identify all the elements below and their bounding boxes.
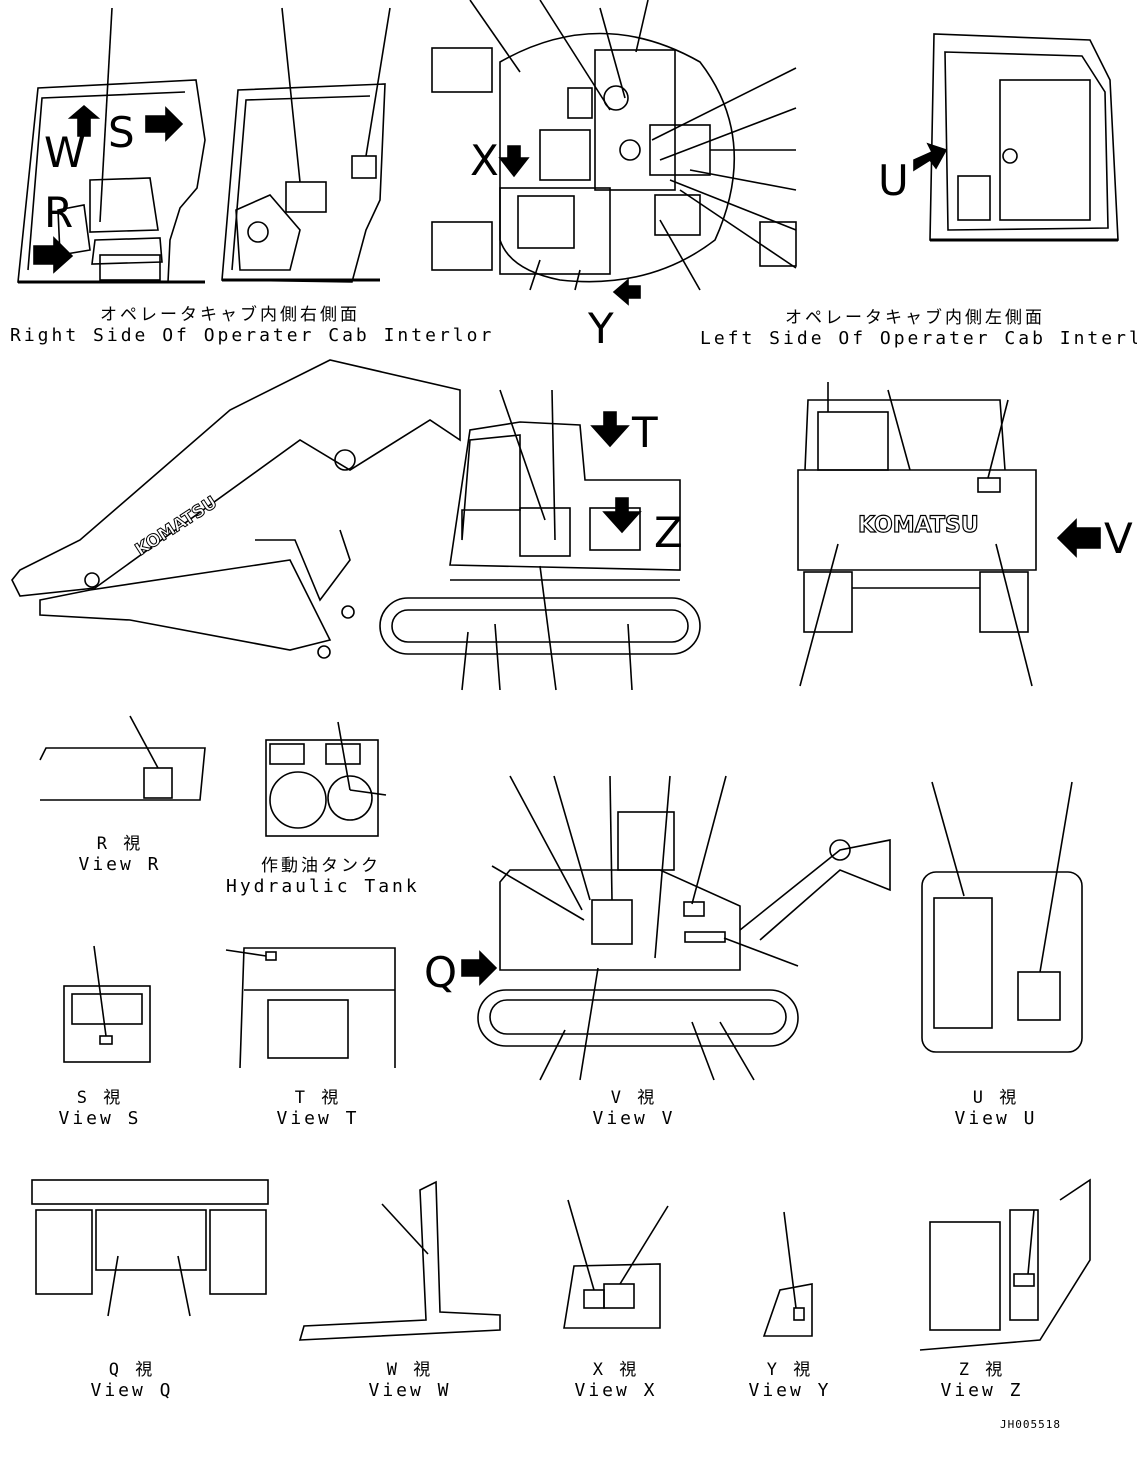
view-q-detail [31, 1179, 269, 1317]
view-s-detail [63, 945, 151, 1063]
view-letter-t: T [632, 408, 658, 457]
brand-text-rear: KOMATSU [858, 513, 979, 538]
arrow-x-icon [498, 145, 530, 178]
caption-view-s-en: View S [58, 1108, 142, 1130]
caption-view-t-jp: T 視 [294, 1088, 342, 1108]
caption-view-u-jp: U 視 [972, 1088, 1020, 1108]
arrow-w-icon [67, 104, 101, 137]
arrow-u-icon [913, 142, 948, 172]
view-letter-x: X [470, 136, 499, 185]
caption-view-t-en: View T [276, 1108, 360, 1130]
excavator-rear-view: KOMATSU [797, 382, 1101, 687]
cab-right-side-view [17, 7, 391, 284]
view-letter-z: Z [654, 508, 683, 557]
caption-view-y: Y 視 View Y [730, 1360, 850, 1402]
arrow-y-icon [612, 278, 641, 306]
caption-left-side: オペレータキャブ内側左側面 Left Side Of Operater Cab … [700, 308, 1137, 350]
arrow-v-icon [1056, 518, 1101, 558]
caption-view-u: U 視 View U [936, 1088, 1056, 1130]
view-v-detail [461, 775, 891, 1081]
excavator-side-view: KOMATSU [11, 359, 701, 691]
view-letter-w: W [44, 128, 86, 177]
caption-view-v-en: View V [592, 1108, 676, 1130]
caption-view-x-en: View X [574, 1380, 658, 1402]
caption-view-q-en: View Q [90, 1380, 174, 1402]
caption-view-z: Z 視 View Z [922, 1360, 1042, 1402]
arrow-q-icon [461, 950, 498, 986]
caption-view-v-jp: V 視 [610, 1088, 658, 1108]
caption-view-x-jp: X 視 [592, 1360, 640, 1380]
caption-view-x: X 視 View X [556, 1360, 676, 1402]
caption-view-y-jp: Y 視 [766, 1360, 814, 1380]
caption-view-u-en: View U [954, 1108, 1038, 1130]
view-z-detail [919, 1178, 1091, 1351]
view-letter-v: V [1104, 514, 1133, 563]
view-letter-q: Q [424, 948, 458, 997]
caption-view-r-jp: R 視 [96, 834, 144, 854]
view-letter-r: R [44, 188, 74, 237]
caption-view-q: Q 視 View Q [72, 1360, 192, 1402]
arrow-r-icon [33, 236, 74, 274]
view-letter-u: U [878, 156, 909, 205]
view-u-detail [921, 781, 1083, 1053]
caption-view-r: R 視 View R [60, 834, 180, 876]
view-t-detail [225, 947, 396, 1069]
caption-view-z-en: View Z [940, 1380, 1024, 1402]
caption-right-side: オペレータキャブ内側右側面 Right Side Of Operater Cab… [10, 305, 495, 347]
hydraulic-tank-detail [265, 721, 387, 837]
caption-hydraulic-tank: 作動油タンク Hydraulic Tank [226, 856, 420, 898]
caption-view-z-jp: Z 視 [958, 1360, 1006, 1380]
caption-view-r-en: View R [78, 854, 162, 876]
caption-hydraulic-tank-jp: 作動油タンク [261, 856, 381, 876]
view-letter-s: S [108, 108, 135, 157]
machine-top-view [431, 0, 797, 306]
view-x-detail [563, 1199, 669, 1329]
view-r-detail [39, 715, 206, 801]
caption-left-side-en: Left Side Of Operater Cab Interlor [700, 328, 1137, 350]
caption-view-s: S 視 View S [40, 1088, 160, 1130]
arrow-t-icon [590, 411, 630, 448]
view-letter-y: Y [588, 304, 614, 353]
caption-view-y-en: View Y [748, 1380, 832, 1402]
caption-view-w-en: View W [368, 1380, 452, 1402]
caption-view-v: V 視 View V [574, 1088, 694, 1130]
view-y-detail [762, 1211, 813, 1337]
caption-right-side-en: Right Side Of Operater Cab Interlor [10, 325, 495, 347]
view-w-detail [298, 1180, 501, 1341]
caption-view-w: W 視 View W [350, 1360, 470, 1402]
caption-view-s-jp: S 視 [76, 1088, 124, 1108]
caption-right-side-jp: オペレータキャブ内側右側面 [100, 305, 360, 325]
caption-view-q-jp: Q 視 [108, 1360, 156, 1380]
cab-left-side-view [913, 33, 1119, 242]
arrow-s-icon [145, 106, 184, 142]
drawing-code: JH005518 [1000, 1418, 1061, 1431]
brand-text-boom: KOMATSU [132, 493, 221, 561]
caption-view-w-jp: W 視 [386, 1360, 434, 1380]
caption-left-side-jp: オペレータキャブ内側左側面 [785, 308, 1045, 328]
caption-hydraulic-tank-en: Hydraulic Tank [226, 876, 420, 898]
caption-view-t: T 視 View T [258, 1088, 378, 1130]
arrow-z-icon [602, 497, 642, 534]
